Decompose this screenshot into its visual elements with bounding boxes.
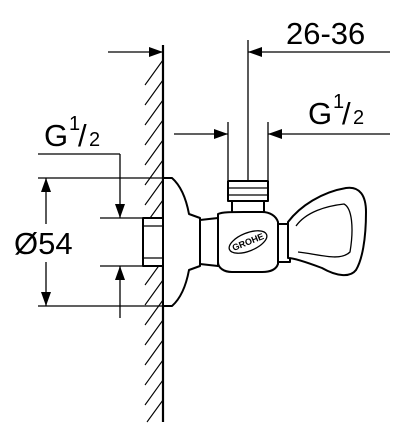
handle-knob[interactable] [287,186,367,276]
dimension-rosette-diameter: Ø54 [14,177,163,307]
angle-valve: GROHE [142,177,367,307]
dimension-outlet-thread: G 1 / 2 [174,91,390,180]
dimension-connection-range: 26-36 [108,16,390,180]
outlet-connection [227,180,269,215]
wall-thread-stub [142,217,166,267]
wall-thread-denominator: 2 [89,129,100,151]
rosette [162,177,201,307]
wall-thread-slash: / [78,118,87,153]
wall-thread-numerator: 1 [69,113,80,135]
grohe-logo: GROHE [228,230,268,254]
valve-body-shaft [199,217,219,267]
outlet-thread-slash: / [342,96,351,131]
outlet-thread-numerator: 1 [333,91,344,113]
dimension-wall-thread: G 1 / 2 [38,113,143,318]
wall-thread-base: G [44,118,68,153]
outlet-thread-base: G [308,96,332,131]
outlet-thread-denominator: 2 [353,107,364,129]
connection-range-label: 26-36 [286,16,365,51]
rosette-diameter-label: Ø54 [14,226,73,261]
